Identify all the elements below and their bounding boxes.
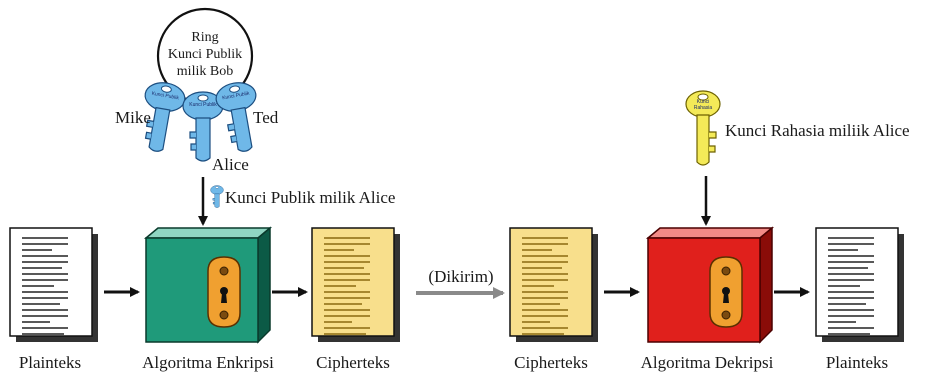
- stage-label-ciphertext-out: Cipherteks: [316, 353, 390, 372]
- caption-sent: (Dikirim): [428, 267, 493, 286]
- stage-label-ciphertext-in: Cipherteks: [514, 353, 588, 372]
- ring-label-line1: Ring: [191, 30, 218, 45]
- stage-label-plaintext-in: Plainteks: [19, 353, 81, 372]
- person-label-alice: Alice: [212, 155, 249, 174]
- ring-label-line3: milik Bob: [177, 64, 233, 79]
- public-key-tag: Kunci Publik: [189, 102, 217, 108]
- lock-icon: [207, 256, 241, 328]
- ring-label-line2: Kunci Publik: [168, 47, 242, 62]
- ciphertext-document-in: [509, 227, 598, 342]
- decryption-box: [645, 226, 775, 344]
- public-key-mike-icon: Kunci Publik: [135, 79, 188, 156]
- plaintext-document-out: [815, 227, 904, 342]
- ciphertext-document-out: [311, 227, 400, 342]
- stage-label-decrypt: Algoritma Dekripsi: [641, 353, 774, 372]
- lock-icon: [709, 256, 743, 328]
- public-key-alice-icon: Kunci Publik: [182, 91, 224, 162]
- secret-key-tag-line2: Rahasia: [694, 105, 713, 111]
- secret-key-tag-line1: Kunci: [697, 99, 710, 105]
- person-label-ted: Ted: [253, 108, 279, 127]
- caption-secret-key-alice: Kunci Rahasia miliik Alice: [725, 121, 910, 140]
- person-label-mike: Mike: [115, 108, 151, 127]
- small-public-key-icon: [210, 185, 224, 208]
- public-key-tag: Kunci Publik: [151, 91, 180, 102]
- plaintext-document-in: [9, 227, 98, 342]
- public-key-tag: Kunci Publik: [222, 91, 251, 102]
- stage-label-encrypt: Algoritma Enkripsi: [142, 353, 274, 372]
- public-key-ted-icon: Kunci Publik: [213, 79, 266, 156]
- stage-label-plaintext-out: Plainteks: [826, 353, 888, 372]
- secret-key-icon: Kunci Rahasia: [685, 90, 721, 166]
- encryption-box: [143, 226, 273, 344]
- caption-public-key-alice: Kunci Publik milik Alice: [225, 188, 395, 207]
